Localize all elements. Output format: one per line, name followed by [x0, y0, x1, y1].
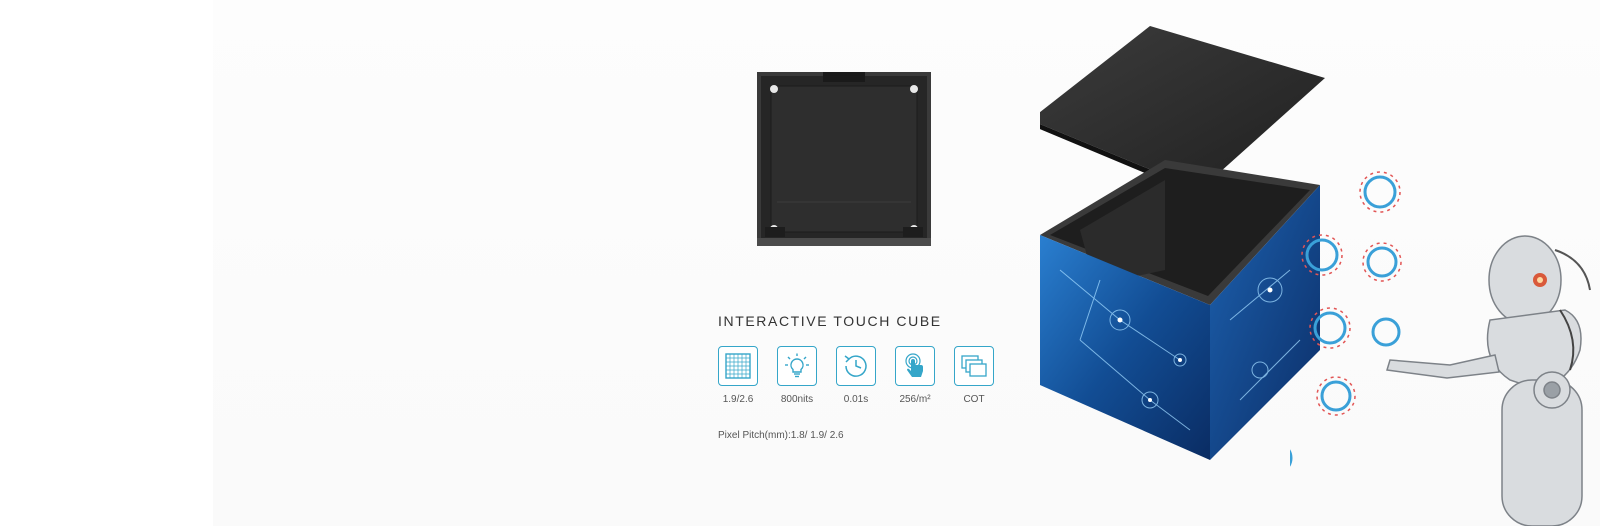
lightbulb-icon	[777, 346, 817, 386]
robot-illustration	[1290, 171, 1591, 526]
cot-layers-icon	[954, 346, 994, 386]
pixel-grid-icon	[718, 346, 758, 386]
led-cube-image	[1040, 26, 1325, 460]
spec-label: 256/m²	[899, 394, 931, 405]
spec-label: 0.01s	[843, 394, 869, 405]
clock-refresh-icon	[836, 346, 876, 386]
spec-response-time: 0.01s	[835, 346, 877, 405]
spec-touch-density: 256/m²	[894, 346, 936, 405]
led-module-back-image	[757, 72, 931, 246]
spec-pixel-pitch: 1.9/2.6	[717, 346, 759, 405]
spec-label: COT	[963, 394, 985, 405]
spec-label: 1.9/2.6	[722, 394, 754, 405]
product-title: INTERACTIVE TOUCH CUBE	[718, 313, 942, 329]
spec-row: 1.9/2.6 800nits 0.01s	[717, 346, 995, 405]
touch-hand-icon	[895, 346, 935, 386]
spec-label: 800nits	[780, 394, 814, 405]
spec-cot: COT	[953, 346, 995, 405]
spec-brightness: 800nits	[776, 346, 818, 405]
pixel-pitch-text: Pixel Pitch(mm):1.8/ 1.9/ 2.6	[718, 430, 844, 441]
